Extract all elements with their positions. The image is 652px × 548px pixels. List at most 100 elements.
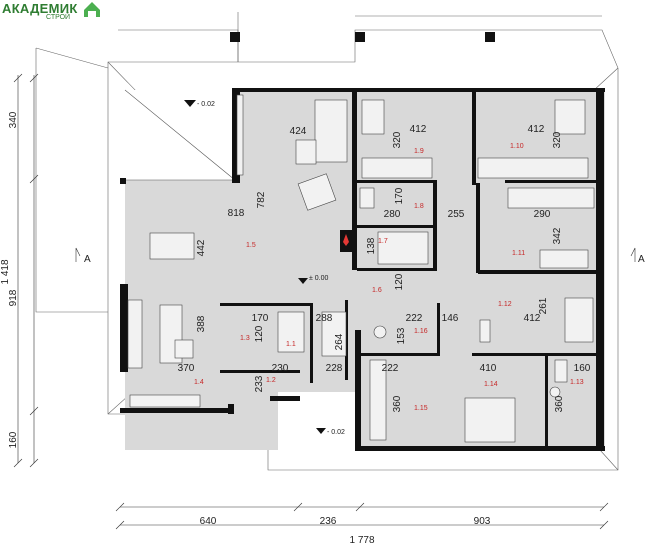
dim-146: 146	[442, 313, 459, 324]
sofa-icon	[314, 99, 348, 163]
logo-sub-text: СТРОЙ	[46, 14, 71, 21]
bed-1-10-icon	[554, 99, 586, 135]
dim-290: 290	[534, 209, 551, 220]
coffee-table-icon	[295, 139, 317, 165]
terrace-bottom	[278, 392, 360, 456]
shower-1-13-icon	[554, 359, 568, 383]
dim-160: 160	[8, 431, 19, 448]
room-1-4: 1.4	[194, 379, 204, 386]
room-1-3: 1.3	[240, 335, 250, 342]
sink-1-12-icon	[479, 319, 491, 343]
dim-280: 280	[384, 209, 401, 220]
dim-1418: 1 418	[0, 259, 11, 284]
level-terrace-top: - 0.02	[197, 101, 215, 108]
dim-442: 442	[196, 239, 207, 256]
room-1-6: 1.6	[372, 287, 382, 294]
brand-logo: АКАДЕМИК СТРОЙ	[2, 0, 112, 21]
desk-1-11-icon	[539, 249, 589, 269]
boiler-1-7-icon	[377, 231, 429, 265]
dim-120-a: 120	[394, 273, 405, 290]
furniture	[127, 94, 595, 443]
room-1-15: 1.15	[414, 405, 428, 412]
dim-261: 261	[538, 297, 549, 314]
kitchen-bottom-counter-icon	[129, 394, 201, 408]
room-1-11: 1.11	[512, 250, 525, 257]
toilet-1-13-icon	[549, 386, 561, 398]
dim-160-room: 160	[574, 363, 591, 374]
left-dimension-lines	[13, 73, 39, 468]
dim-120-b: 120	[254, 325, 265, 342]
level-markers	[184, 100, 326, 434]
dim-236: 236	[320, 516, 337, 527]
dim-1778: 1 778	[349, 535, 374, 546]
room-1-9: 1.9	[414, 148, 424, 155]
room-1-13: 1.13	[570, 379, 584, 386]
dim-320-a: 320	[392, 131, 403, 148]
dim-360-b: 360	[554, 395, 565, 412]
room-1-5: 1.5	[246, 242, 256, 249]
wardrobe-corridor-icon	[321, 311, 347, 357]
dim-412-a: 412	[410, 124, 427, 135]
room-1-2: 1.2	[266, 377, 276, 384]
dim-360-a: 360	[392, 395, 403, 412]
dim-153: 153	[396, 327, 407, 344]
dim-903: 903	[474, 516, 491, 527]
room-1-1: 1.1	[286, 341, 296, 348]
dim-412-b: 412	[528, 124, 545, 135]
room-1-12: 1.12	[498, 301, 512, 308]
wardrobe-1-10-icon	[477, 157, 589, 179]
dim-342: 342	[552, 227, 563, 244]
dim-424: 424	[290, 126, 307, 137]
dim-222-b: 222	[382, 363, 399, 374]
washer-1-8-icon	[359, 187, 375, 209]
dim-255: 255	[448, 209, 465, 220]
hob-icon	[174, 339, 194, 359]
dim-818: 818	[228, 208, 245, 219]
dim-640: 640	[200, 516, 217, 527]
section-a-right: A	[638, 254, 645, 265]
bed-1-9-icon	[361, 99, 385, 135]
room-1-16: 1.16	[414, 328, 428, 335]
dim-230: 230	[272, 363, 289, 374]
room-1-7: 1.7	[378, 238, 388, 245]
level-main: ± 0.00	[309, 275, 329, 282]
logo-brand-text: АКАДЕМИК	[2, 1, 78, 16]
section-a-left: A	[84, 254, 91, 265]
dim-222-a: 222	[406, 313, 423, 324]
fire-icon	[340, 230, 352, 252]
wardrobe-1-1-icon	[277, 311, 305, 353]
interior-walls	[220, 90, 598, 448]
dim-320-b: 320	[552, 131, 563, 148]
dim-340: 340	[8, 111, 19, 128]
dim-264: 264	[334, 333, 345, 350]
dim-228: 228	[326, 363, 343, 374]
dining-table-icon	[149, 232, 195, 260]
dim-410: 410	[480, 363, 497, 374]
wardrobe-1-9-icon	[361, 157, 433, 179]
dim-233: 233	[254, 375, 265, 392]
dim-370: 370	[178, 363, 195, 374]
section-marks	[75, 247, 636, 262]
house-logo-icon	[84, 2, 100, 17]
dim-782: 782	[256, 191, 267, 208]
bottom-dimension-lines	[115, 502, 609, 530]
dim-170-a: 170	[394, 187, 405, 204]
room-1-8: 1.8	[414, 203, 424, 210]
wardrobe-1-11-icon	[507, 187, 595, 209]
level-terrace-bottom: - 0.02	[327, 429, 345, 436]
toilet-icon	[373, 325, 387, 339]
dim-138: 138	[366, 237, 377, 254]
bathtub-icon	[564, 297, 594, 343]
dim-918: 918	[8, 289, 19, 306]
exterior-walls	[120, 32, 605, 451]
kitchen-counter-icon	[127, 299, 143, 369]
room-dimensions: 424 412 412 320 320 782 818 442 170 280 …	[178, 124, 591, 412]
tv-cabinet-icon	[236, 94, 244, 176]
wardrobe-1-15-icon	[369, 359, 387, 441]
room-numbers: 1.9 1.10 1.8 1.7 1.5 1.11 1.6 1.12 1.3 1…	[194, 143, 584, 412]
armchair-icon	[297, 173, 337, 211]
dim-388: 388	[196, 315, 207, 332]
dim-288: 288	[316, 313, 333, 324]
room-1-10: 1.10	[510, 143, 524, 150]
